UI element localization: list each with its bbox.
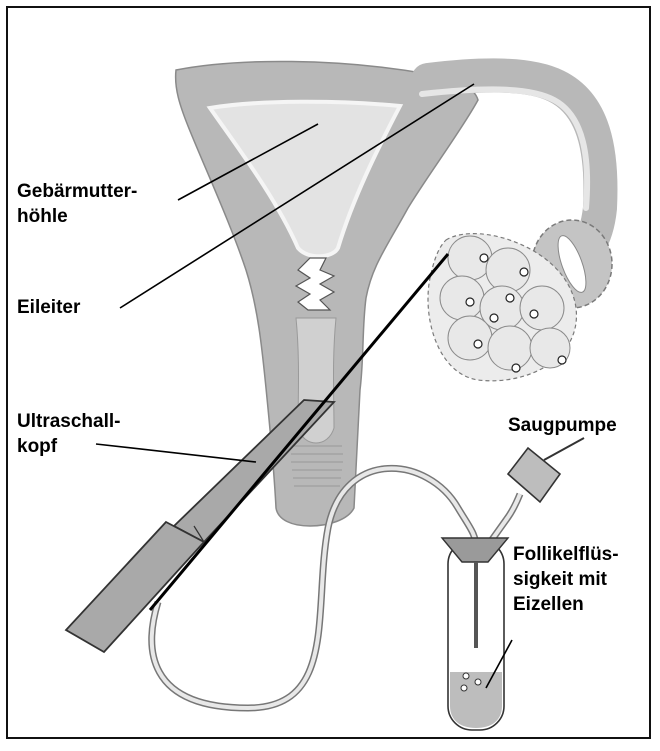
label-follicular-fluid: Follikelflüs- sigkeit mit Eizellen [513, 542, 619, 617]
egg-cell [490, 314, 498, 322]
label-fluid-line2: sigkeit mit [513, 567, 619, 592]
label-ultrasound-line2: kopf [17, 434, 120, 459]
diagram-frame: Gebärmutter- höhle Eileiter Ultraschall-… [6, 6, 651, 739]
follicle [488, 326, 532, 370]
egg-cell [474, 340, 482, 348]
ivf-diagram [8, 8, 653, 741]
collection-tube [442, 538, 508, 730]
label-ultrasound-line1: Ultraschall- [17, 409, 120, 434]
follicle [448, 316, 492, 360]
egg-cell [530, 310, 538, 318]
label-fluid-line1: Follikelflüs- [513, 542, 619, 567]
label-uterine-cavity: Gebärmutter- höhle [17, 179, 137, 229]
egg-cell [466, 298, 474, 306]
follicle [440, 276, 484, 320]
egg-cell [512, 364, 520, 372]
egg-cell [480, 254, 488, 262]
label-ultrasound: Ultraschall- kopf [17, 409, 120, 459]
suction-pump [508, 438, 584, 502]
follicle [520, 286, 564, 330]
egg-cell [506, 294, 514, 302]
egg-cell [558, 356, 566, 364]
label-uterine-cavity-line1: Gebärmutter- [17, 179, 137, 204]
label-fallopian-tube: Eileiter [17, 295, 80, 320]
label-fluid-line3: Eizellen [513, 592, 619, 617]
label-uterine-cavity-line2: höhle [17, 204, 137, 229]
egg-cell [520, 268, 528, 276]
label-suction-pump: Saugpumpe [508, 413, 617, 438]
